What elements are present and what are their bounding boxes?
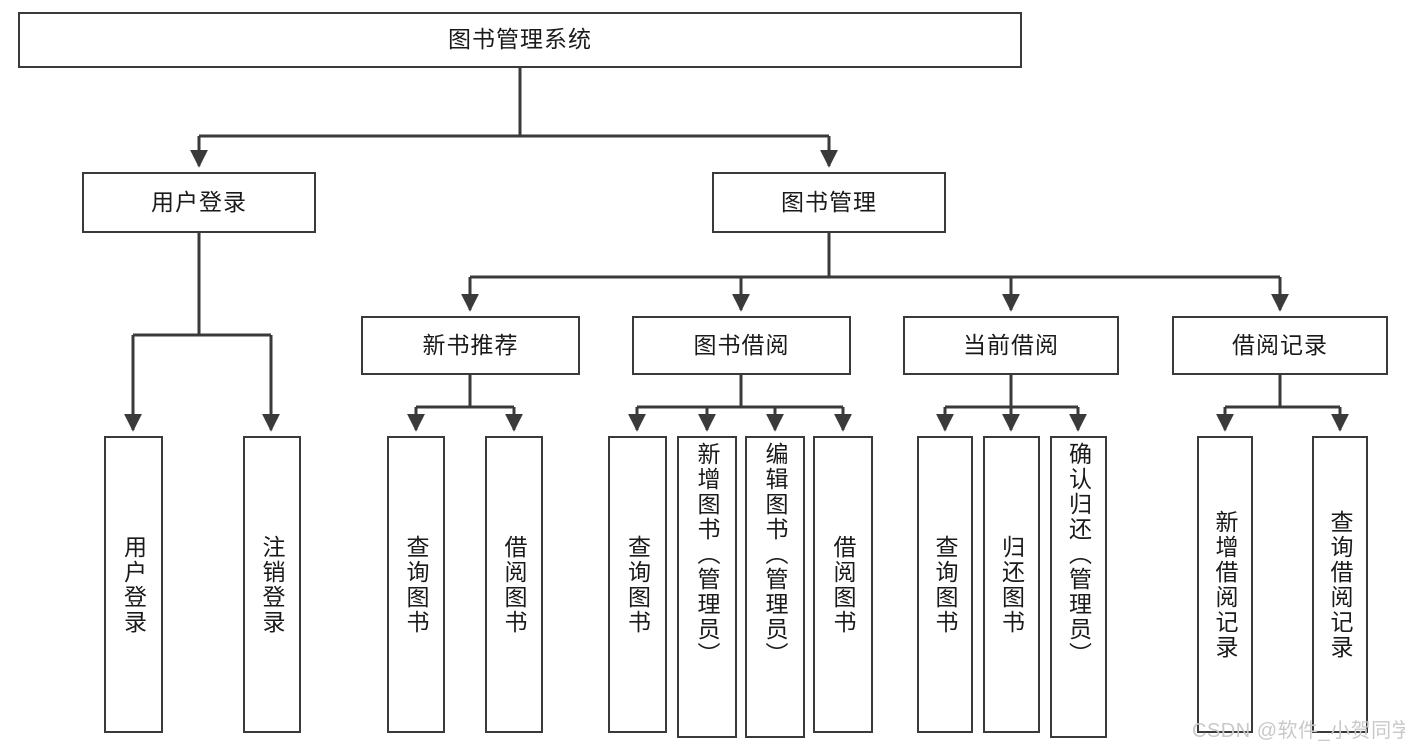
node-leaf-query-record[interactable]: 查询借阅记录 bbox=[1312, 436, 1368, 733]
node-leaf-query-book-3[interactable]: 查询图书 bbox=[917, 436, 973, 733]
node-leaf-confirm-return[interactable]: 确认归还（管理员） bbox=[1050, 436, 1107, 738]
node-leaf-query-book-1[interactable]: 查询图书 bbox=[387, 436, 445, 733]
node-leaf-user-login[interactable]: 用户登录 bbox=[104, 436, 163, 733]
node-current-borrow[interactable]: 当前借阅 bbox=[903, 316, 1119, 375]
node-leaf-add-book[interactable]: 新增图书（管理员） bbox=[677, 436, 737, 738]
node-leaf-borrow-book-2[interactable]: 借阅图书 bbox=[813, 436, 873, 733]
node-leaf-add-record[interactable]: 新增借阅记录 bbox=[1197, 436, 1253, 733]
csdn-watermark: CSDN @软件_小贺同学 bbox=[1192, 720, 1405, 742]
node-book-manage[interactable]: 图书管理 bbox=[712, 172, 946, 233]
node-leaf-return-book[interactable]: 归还图书 bbox=[983, 436, 1040, 733]
node-borrow-record[interactable]: 借阅记录 bbox=[1172, 316, 1388, 375]
node-book-borrow[interactable]: 图书借阅 bbox=[632, 316, 851, 375]
node-new-book-recommend[interactable]: 新书推荐 bbox=[361, 316, 580, 375]
node-leaf-edit-book[interactable]: 编辑图书（管理员） bbox=[745, 436, 805, 738]
node-leaf-borrow-book-1[interactable]: 借阅图书 bbox=[485, 436, 543, 733]
node-root[interactable]: 图书管理系统 bbox=[18, 12, 1022, 68]
node-leaf-query-book-2[interactable]: 查询图书 bbox=[608, 436, 667, 733]
node-user-login[interactable]: 用户登录 bbox=[82, 172, 316, 233]
node-leaf-logout[interactable]: 注销登录 bbox=[243, 436, 301, 733]
